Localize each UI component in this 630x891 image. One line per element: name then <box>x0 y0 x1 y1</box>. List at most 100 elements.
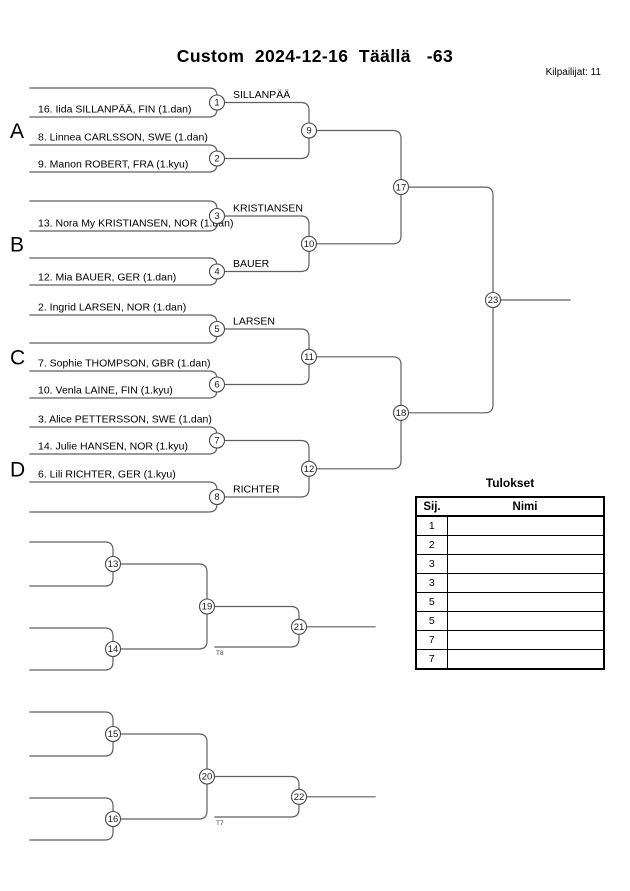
result-name-cell <box>447 593 604 612</box>
match-20-number: 20 <box>202 772 213 783</box>
match-18-circle <box>392 404 410 421</box>
match-11-circle <box>300 348 318 365</box>
match-3-number: 3 <box>214 211 219 222</box>
match-7-circle <box>208 432 226 449</box>
match-16-connector <box>29 797 114 841</box>
result-place-cell: 2 <box>416 535 448 555</box>
competitor-name: 14. Julie HANSEN, NOR (1.kyu) <box>38 441 188 453</box>
result-row: 5 <box>416 592 604 612</box>
match-5-circle <box>208 320 226 338</box>
competitor-name: 3. Alice PETTERSSON, SWE (1.dan) <box>38 414 212 426</box>
result-name-cell <box>447 536 604 555</box>
competitor-name: 2. Ingrid LARSEN, NOR (1.dan) <box>38 302 186 314</box>
match-13-number: 13 <box>108 559 119 570</box>
result-place-cell: 3 <box>416 573 448 593</box>
competitor-count-label: Kilpailijat: 11 <box>545 67 601 78</box>
match-9-number: 9 <box>306 126 311 137</box>
match-22-circle <box>290 788 308 805</box>
group-label-d: D <box>10 458 25 481</box>
result-name-cell <box>447 574 604 593</box>
match-21-connector <box>206 605 300 648</box>
match-23-number: 23 <box>488 295 499 306</box>
match-7-number: 7 <box>214 436 219 447</box>
match-2-circle <box>208 150 226 167</box>
match-14-circle <box>104 640 122 658</box>
match-11-connector <box>216 328 310 386</box>
feed-label-t8: T8 <box>216 650 224 657</box>
match-5-number: 5 <box>214 324 219 335</box>
results-header-row: Sij. Nimi <box>416 497 604 516</box>
result-place-cell: 7 <box>416 630 448 650</box>
match-15-connector <box>29 711 114 757</box>
match-21-number: 21 <box>294 622 305 633</box>
match-17-circle <box>392 179 410 196</box>
result-name-cell <box>447 631 604 650</box>
result-place-cell: 7 <box>416 649 448 669</box>
match-8-circle <box>208 488 226 506</box>
feed-label-t7: T7 <box>216 820 224 827</box>
result-name-cell <box>447 650 604 670</box>
result-row: 3 <box>416 554 604 574</box>
result-name-cell <box>447 516 604 536</box>
match-13-circle <box>104 555 122 573</box>
competitor-name: 9. Manon ROBERT, FRA (1.kyu) <box>38 159 188 171</box>
match-1-circle <box>208 94 226 111</box>
match-14-number: 14 <box>108 644 119 655</box>
match-15-circle <box>104 725 122 743</box>
match-circles: 1 2 3 4 5 6 7 8 9 10 11 12 17 18 23 13 1… <box>104 94 502 828</box>
match-10-circle <box>300 235 318 252</box>
match-2-number: 2 <box>214 154 219 165</box>
match-6-number: 6 <box>214 380 219 391</box>
competitor-name: 13. Nora My KRISTIANSEN, NOR (1.dan) <box>38 218 233 230</box>
result-place-cell: 3 <box>416 554 448 574</box>
match-16-number: 16 <box>108 814 119 825</box>
match-14-connector <box>29 627 114 671</box>
match-20-connector <box>112 733 208 820</box>
match-15-number: 15 <box>108 729 119 740</box>
match-12-number: 12 <box>304 464 315 475</box>
match-22-connector <box>206 775 300 818</box>
group-label-c: C <box>10 346 25 369</box>
match-4-number: 4 <box>214 267 219 278</box>
results-table: Sij. Nimi 1 2 3 3 5 5 7 7 <box>415 496 605 670</box>
result-place-cell: 5 <box>416 611 448 631</box>
match-21-circle <box>290 618 308 635</box>
match-1-number: 1 <box>214 98 219 109</box>
match-5-connector <box>29 314 218 344</box>
result-place-cell: 1 <box>416 516 448 536</box>
competitor-name: 10. Venla LAINE, FIN (1.kyu) <box>38 385 173 397</box>
result-row: 3 <box>416 573 604 593</box>
competitor-name: 16. Iida SILLANPÄÄ, FIN (1.dan) <box>38 104 192 116</box>
result-row: 7 <box>416 649 604 670</box>
match-9-connector <box>216 101 310 160</box>
results-col-place: Sij. <box>423 500 441 513</box>
match-11-number: 11 <box>304 352 314 363</box>
match-10-number: 10 <box>304 239 315 250</box>
result-row: 2 <box>416 535 604 555</box>
results-col-name: Nimi <box>512 500 538 513</box>
match-13-connector <box>29 541 114 587</box>
match-8-number: 8 <box>214 492 219 503</box>
result-name-cell <box>447 612 604 631</box>
match-8-connector <box>29 481 218 513</box>
competitor-name: 8. Linnea CARLSSON, SWE (1.dan) <box>38 132 208 144</box>
match-18-connector <box>308 356 402 470</box>
competitor-name: 12. Mia BAUER, GER (1.dan) <box>38 272 176 284</box>
match-22-number: 22 <box>294 792 305 803</box>
result-name-cell <box>447 555 604 574</box>
page-title: Custom 2024-12-16 Täällä -63 <box>176 46 454 66</box>
match-17-number: 17 <box>396 182 407 193</box>
group-label-b: B <box>10 233 24 256</box>
competitor-name: 7. Sophie THOMPSON, GBR (1.dan) <box>38 358 211 370</box>
match-16-circle <box>104 810 122 828</box>
match-9-circle <box>300 122 318 139</box>
match-12-circle <box>300 460 318 477</box>
match-17-connector <box>308 129 402 245</box>
match-4-circle <box>208 263 226 280</box>
match-20-circle <box>198 768 216 785</box>
winner-label-match-8: RICHTER <box>233 484 280 496</box>
results-title: Tulokset <box>485 476 535 490</box>
match-23-connector <box>400 186 494 414</box>
competitor-name: 6. Lili RICHTER, GER (1.kyu) <box>38 469 176 481</box>
result-row: 7 <box>416 630 604 650</box>
